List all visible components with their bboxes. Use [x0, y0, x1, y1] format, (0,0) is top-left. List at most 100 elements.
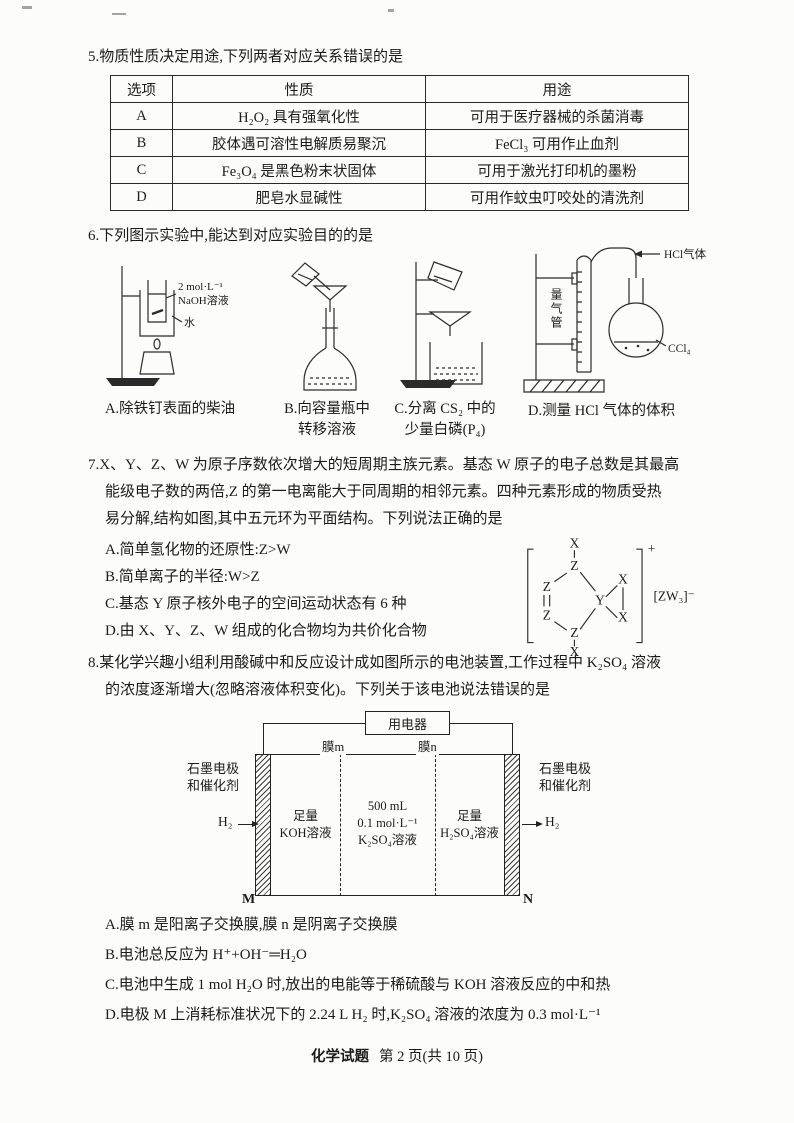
battery-diagram: 用电器 膜m 膜n 石墨电极 和催化剂 石墨电极 和催化剂 H₂ H₂ 足量 K…	[160, 706, 640, 907]
anion-formula: [ZW₃]⁻	[653, 589, 694, 604]
atom-x-top: X	[570, 535, 580, 550]
right-electrode-label-line2: 和催化剂	[538, 778, 591, 793]
figB-caption-line1: B.向容量瓶中	[284, 401, 370, 417]
q5-col-option: 选项	[110, 75, 173, 103]
koh-solution-line1: 足量	[292, 809, 318, 823]
device-label: 用电器	[387, 716, 427, 732]
terminal-n-label: N	[523, 892, 534, 907]
figA-caption: A.除铁钉表面的柴油	[105, 401, 236, 417]
left-electrode-label-line1: 石墨电极	[186, 761, 239, 776]
koh-solution-line2: KOH溶液	[279, 826, 332, 840]
figD-caption: D.测量 HCl 气体的体积	[528, 403, 676, 419]
footer-page-number: 第 2 页(共 10 页)	[379, 1049, 483, 1065]
q5-property-a: H₂O₂ 具有强氧化性	[172, 102, 426, 130]
q8-options-block: A.膜 m 是阳离子交换膜,膜 n 是阴离子交换膜 B.电池总反应为 H⁺+OH…	[88, 910, 728, 1030]
membrane-m-label: 膜m	[320, 736, 347, 755]
atom-z-left-bottom: Z	[543, 608, 551, 623]
q8-option-b: B.电池总反应为 H⁺+OH⁻═H₂O	[105, 947, 307, 963]
h2-left-label: H₂	[218, 814, 233, 829]
q5-table-row-a: A H₂O₂ 具有强氧化性 可用于医疗器械的杀菌消毒	[110, 102, 689, 130]
q5-stem: 5.物质性质决定用途,下列两者对应关系错误的是	[88, 49, 404, 65]
q5-table: 选项 性质 用途 A H₂O₂ 具有强氧化性 可用于医疗器械的杀菌消毒 B 胶体…	[110, 75, 689, 211]
q7-block: 7.X、Y、Z、W 为原子序数依次增大的短周期主族元素。基态 W 原子的电子总数…	[88, 452, 728, 656]
apparatus-c-drawing	[400, 261, 483, 388]
k2so4-solution-line3: K₂SO₄溶液	[358, 833, 417, 847]
q5-use-a: 可用于医疗器械的杀菌消毒	[425, 102, 689, 130]
k2so4-solution-line2: 0.1 mol·L⁻¹	[357, 816, 418, 830]
q8-stem-block: 8.某化学兴趣小组利用酸碱中和反应设计成如图所示的电池装置,工作过程中 K₂SO…	[88, 650, 728, 704]
h2-right-arrow	[522, 820, 543, 827]
h2so4-solution-line1: 足量	[456, 809, 482, 823]
q7-stem-line1: 7.X、Y、Z、W 为原子序数依次增大的短周期主族元素。基态 W 原子的电子总数…	[88, 457, 680, 473]
q5-property-c: Fe₃O₄ 是黑色粉末状固体	[172, 156, 426, 184]
membrane-m	[340, 754, 341, 896]
membrane-n	[435, 754, 436, 896]
q8-option-a: A.膜 m 是阳离子交换膜,膜 n 是阴离子交换膜	[105, 917, 398, 933]
left-electrode-label-line2: 和催化剂	[186, 778, 239, 793]
h2-left-arrow	[238, 820, 259, 827]
figC-caption-line2: 少量白磷(P₄)	[404, 422, 486, 438]
h2so4-solution-label: 足量 H₂SO₄溶液	[435, 808, 504, 842]
q5-option-c: C	[110, 156, 173, 184]
q5-property-b: 胶体遇可溶性电解质易聚沉	[172, 129, 426, 157]
q5-table-row-b: B 胶体遇可溶性电解质易聚沉 FeCl₃ 可用作止血剂	[110, 129, 689, 157]
q7-option-b: B.简单离子的半径:W>Z	[105, 569, 260, 585]
figA-conc-label: 2 mol·L⁻¹	[178, 281, 223, 293]
figC-caption-line1: C.分离 CS₂ 中的	[394, 401, 496, 417]
figA-water-label: 水	[184, 316, 195, 329]
electrode-n	[504, 754, 520, 896]
figD-gas-label: HCl气体	[664, 247, 707, 261]
right-electrode-label: 石墨电极 和催化剂	[526, 760, 604, 794]
q5-table-row-d: D 肥皂水显碱性 可用作蚊虫叮咬处的清洗剂	[110, 183, 689, 211]
atom-x-right-bottom: X	[618, 610, 628, 625]
atom-z-left-top: Z	[543, 579, 551, 594]
q5-col-property: 性质	[172, 75, 426, 103]
apparatus-d-drawing: HCl气体 CCl₄	[523, 247, 707, 393]
koh-solution-label: 足量 KOH溶液	[271, 808, 340, 842]
wire-left	[263, 723, 365, 724]
wire-right-down	[512, 723, 513, 754]
atom-x-bottom: X	[570, 644, 580, 656]
q5-option-a: A	[110, 102, 173, 130]
q5-use-d: 可用作蚊虫叮咬处的清洗剂	[425, 183, 689, 211]
h2-right-label: H₂	[545, 814, 560, 829]
q6-stem: 6.下列图示实验中,能达到对应实验目的的是	[88, 228, 374, 244]
apparatus-a-drawing: 2 mol·L⁻¹ NaOH溶液 水	[106, 266, 229, 386]
q7-option-d: D.由 X、Y、Z、W 组成的化合物均为共价化合物	[105, 623, 427, 639]
q7-stem-line2: 能级电子数的两倍,Z 的第一电离能大于同周期的相邻元素。四种元素形成的物质受热	[105, 484, 662, 500]
q7-structure-diagram: X Z Z Z Z X Y X X + [ZW₃]⁻	[527, 535, 695, 656]
apparatus-b-drawing	[291, 262, 357, 391]
scan-mark	[112, 13, 126, 15]
figC-caption: C.分离 CS₂ 中的 少量白磷(P₄)	[378, 399, 512, 441]
q5-property-d: 肥皂水显碱性	[172, 183, 426, 211]
cation-charge: +	[648, 541, 656, 556]
q8-stem-line2: 的浓度逐渐增大(忽略溶液体积变化)。下列关于该电池说法错误的是	[105, 682, 550, 698]
q7-option-a: A.简单氢化物的还原性:Z>W	[105, 542, 291, 558]
q7-stem-line3: 易分解,结构如图,其中五元环为平面结构。下列说法正确的是	[105, 511, 503, 527]
figD-tube-label: 量气管	[549, 288, 563, 330]
q7-option-c: C.基态 Y 原子核外电子的空间运动状态有 6 种	[105, 596, 407, 612]
k2so4-solution-line1: 500 mL	[367, 799, 408, 813]
scan-mark	[388, 9, 394, 12]
figA-naoh-label: NaOH溶液	[178, 293, 229, 307]
footer-title: 化学试题	[311, 1049, 370, 1065]
apparatus-d-figure: HCl气体 CCl₄ 量气管	[522, 240, 717, 402]
q5-table-row-c: C Fe₃O₄ 是黑色粉末状固体 可用于激光打印机的墨粉	[110, 156, 689, 184]
scan-mark	[22, 6, 32, 9]
q8-option-c: C.电池中生成 1 mol H₂O 时,放出的电能等于稀硫酸与 KOH 溶液反应…	[105, 977, 611, 993]
atom-z-bottom: Z	[570, 625, 578, 640]
q5-use-c: 可用于激光打印机的墨粉	[425, 156, 689, 184]
k2so4-solution-label: 500 mL 0.1 mol·L⁻¹ K₂SO₄溶液	[340, 798, 435, 849]
wire-right	[450, 723, 512, 724]
right-electrode-label-line1: 石墨电极	[538, 761, 591, 776]
q5-table-header-row: 选项 性质 用途	[110, 75, 689, 103]
q5-use-b: FeCl₃ 可用作止血剂	[425, 129, 689, 157]
figB-caption: B.向容量瓶中 转移溶液	[268, 399, 386, 441]
q5-option-d: D	[110, 183, 173, 211]
membrane-n-label: 膜n	[416, 736, 439, 755]
q5-option-b: B	[110, 129, 173, 157]
terminal-m-label: M	[242, 892, 256, 907]
atom-x-right-top: X	[618, 572, 628, 587]
atom-z-top: Z	[570, 558, 578, 573]
page-footer: 化学试题第 2 页(共 10 页)	[0, 1045, 794, 1066]
